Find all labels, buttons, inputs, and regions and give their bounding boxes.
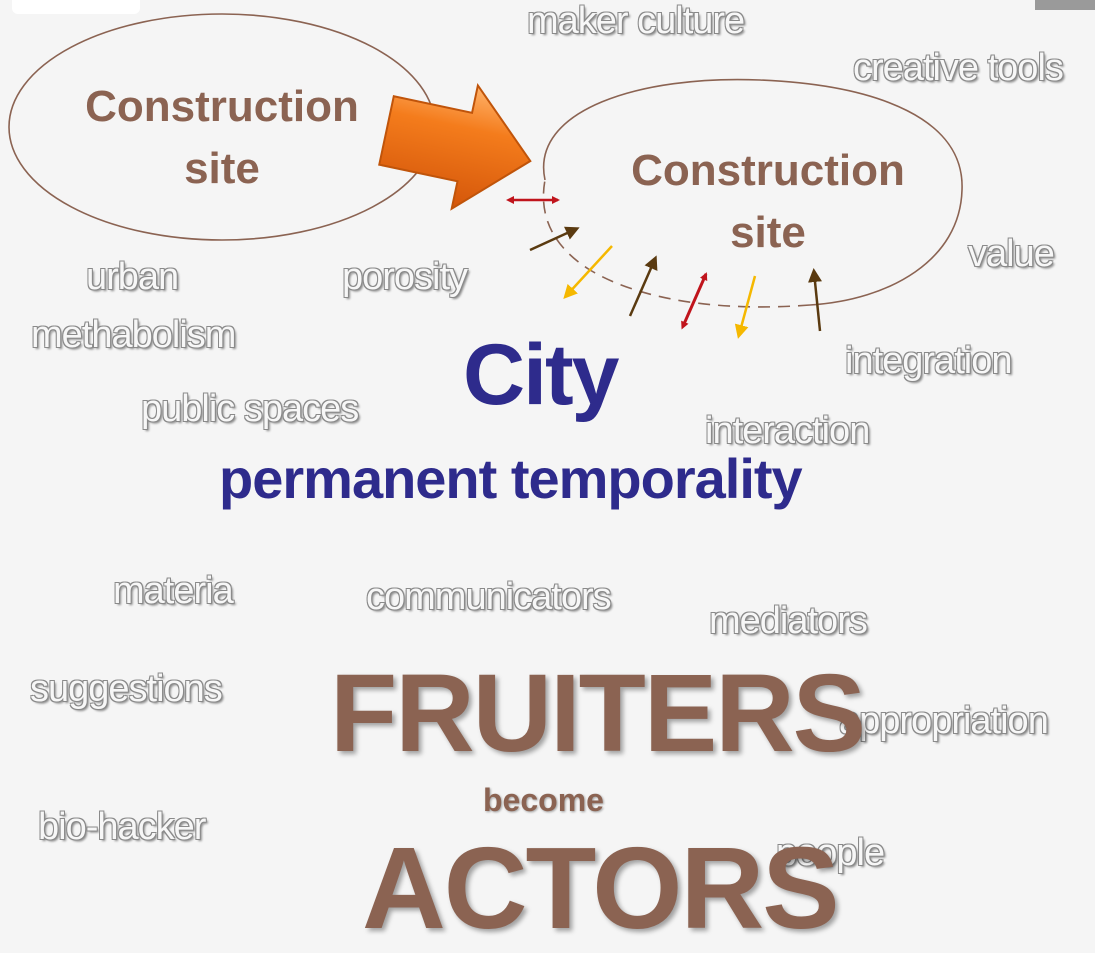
- yellow-arrow-icon: [563, 245, 613, 299]
- right-ellipse-label: Construction site: [628, 140, 908, 264]
- keyword-maker-culture: maker culture: [527, 0, 745, 42]
- block-arrow-right-icon: [378, 82, 532, 211]
- keyword-bio-hacker: bio-hacker: [38, 806, 206, 848]
- left-ellipse-line1: Construction: [85, 82, 359, 131]
- keyword-creative-tools: creative tools: [853, 47, 1064, 89]
- keyword-urban: urban: [86, 256, 179, 298]
- right-ellipse-line2: site: [730, 208, 806, 257]
- brown-arrow-icon: [529, 226, 580, 252]
- brown-arrow-icon: [808, 268, 822, 332]
- yellow-arrow-icon: [734, 275, 757, 339]
- right-ellipse-line1: Construction: [631, 146, 905, 195]
- keyword-communicators: communicators: [366, 576, 612, 618]
- keyword-mediators: mediators: [709, 600, 868, 642]
- left-ellipse-line2: site: [184, 144, 260, 193]
- keyword-public-spaces: public spaces: [141, 388, 359, 430]
- keyword-appropriation: appropriation: [839, 700, 1049, 742]
- fruiters-title: FRUITERS: [330, 652, 866, 775]
- keyword-people: people: [776, 832, 885, 874]
- left-ellipse-label: Construction site: [82, 76, 362, 200]
- keyword-porosity: porosity: [342, 256, 468, 298]
- corner-decoration: [1035, 0, 1095, 10]
- keyword-methabolism: methabolism: [31, 314, 236, 356]
- keyword-interaction: interaction: [705, 410, 870, 452]
- brown-arrow-icon: [628, 255, 658, 317]
- city-title: City: [463, 327, 619, 423]
- keyword-value: value: [968, 233, 1055, 275]
- keyword-suggestions: suggestions: [30, 668, 223, 710]
- keyword-integration: integration: [845, 340, 1012, 382]
- actors-title: ACTORS: [362, 823, 840, 953]
- keyword-materia: materia: [113, 570, 234, 612]
- permanent-temporality-title: permanent temporality: [219, 447, 803, 510]
- right-ellipse: [542, 78, 963, 306]
- logo-emblem: [12, 0, 140, 14]
- red-double-arrow-icon: [681, 272, 708, 330]
- right-ellipse-dashed: [542, 179, 811, 308]
- become-label: become: [483, 782, 604, 818]
